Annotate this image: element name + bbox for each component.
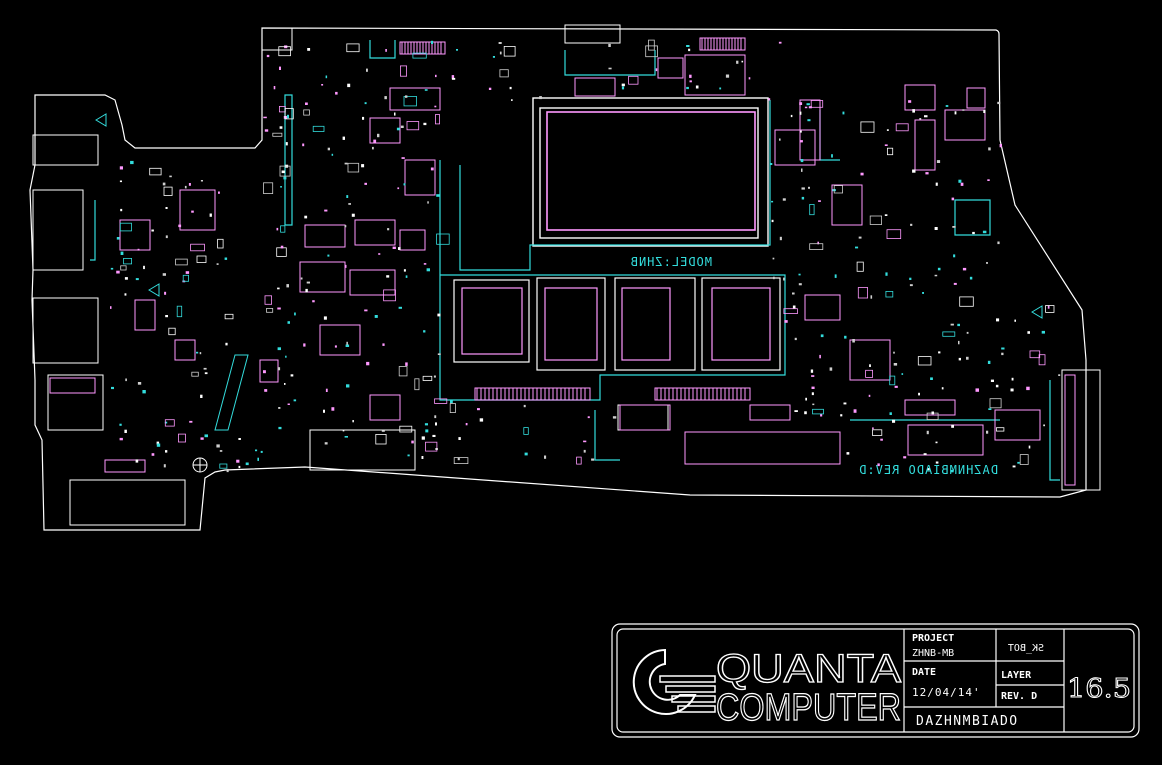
revision: REV. D [1001,691,1037,702]
board-outline [29,27,1087,531]
title-block: QUANTA COMPUTER PROJECT ZHNB-MB DATE 12/… [611,623,1140,738]
silkscreen-components [49,54,1041,473]
component-pads [110,39,1061,473]
version-number: 16.5 [1067,674,1131,704]
soc-package [532,97,769,247]
quanta-logo-icon [632,648,716,715]
logo-text-quanta: QUANTA [716,647,901,691]
connector-strips [399,37,1076,486]
date-value: 12/04/14' [912,686,981,699]
pcb-part-label: DAZHNMBIADO REV:D [858,463,998,477]
cyan-routing [90,40,1060,481]
logo-text-computer: COMPUTER [716,687,901,729]
connector-pins [401,38,746,400]
project-label: PROJECT [912,633,954,644]
memory-chips [453,277,781,371]
model-label: MODEL:ZHNB [630,255,712,269]
layer-label: LAYER [1001,670,1032,681]
part-number: DAZHNMBIADO [916,714,1019,729]
layer-value: SK_BOT [1008,643,1044,654]
project-value: ZHNB-MB [912,648,954,659]
date-label: DATE [912,667,936,678]
board-slot [214,354,249,431]
fiducial-markers [95,113,1043,319]
